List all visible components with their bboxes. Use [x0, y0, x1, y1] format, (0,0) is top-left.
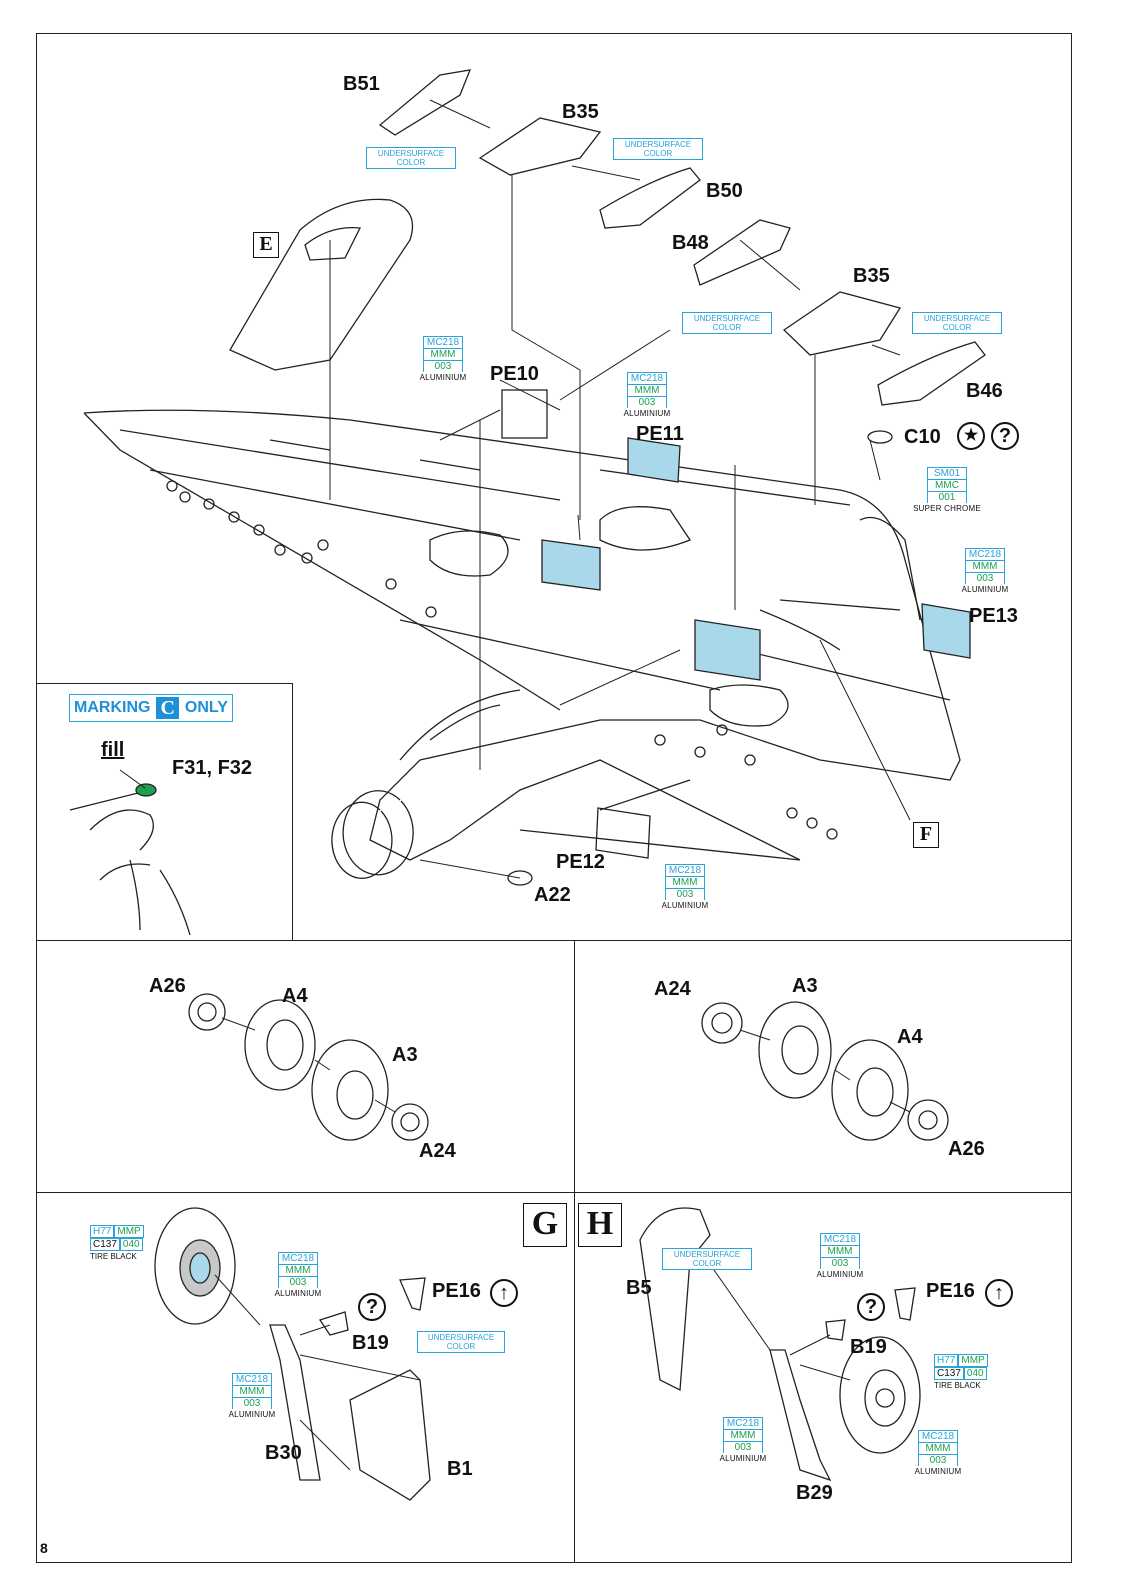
- wheel-set-right: [701, 1001, 949, 1141]
- label-w1-a4: A4: [282, 985, 308, 1007]
- star-icon: ★: [957, 422, 985, 450]
- label-pe10: PE10: [490, 363, 539, 385]
- label-w1-a3: A3: [392, 1044, 418, 1066]
- label-h-b19: B19: [850, 1336, 887, 1358]
- question-icon-g: ?: [358, 1293, 386, 1321]
- label-b46: B46: [966, 380, 1003, 402]
- banner-letter: C: [156, 697, 179, 719]
- label-w1-a26: A26: [149, 975, 186, 997]
- part-b51-shape: [378, 69, 472, 136]
- step-h: H: [578, 1203, 622, 1247]
- gear-left-drawing: [154, 1207, 431, 1501]
- wing-outline: [83, 409, 961, 861]
- divider-top: [36, 940, 1072, 941]
- part-b46-shape: [877, 341, 986, 406]
- c10-shape: [867, 430, 893, 444]
- label-h-b5: B5: [626, 1277, 652, 1299]
- label-g-pe16: PE16: [432, 1280, 481, 1302]
- label-c10: C10: [904, 426, 941, 448]
- part-b48-shape: [693, 219, 791, 286]
- inset-fuselage: [69, 789, 191, 936]
- flip-icon: ↑: [490, 1279, 518, 1307]
- divider-inset: [292, 683, 293, 940]
- label-g-b30: B30: [265, 1442, 302, 1464]
- part-b35b-shape: [782, 291, 902, 356]
- gear-right-drawing: [639, 1207, 921, 1482]
- label-b48: B48: [672, 232, 709, 254]
- part-b50-shape: [599, 167, 701, 229]
- banner-marking: MARKING: [74, 699, 151, 716]
- step-e: E: [253, 232, 279, 258]
- banner-only: ONLY: [184, 699, 228, 716]
- question-icon-h: ?: [857, 1293, 885, 1321]
- label-a22: A22: [534, 884, 571, 906]
- label-w1-a24: A24: [419, 1140, 456, 1162]
- pe-insert-2: [694, 619, 761, 681]
- pe13-shape: [921, 603, 971, 659]
- wing-holes: [166, 480, 838, 840]
- label-w2-a26: A26: [948, 1138, 985, 1160]
- label-pe11: PE11: [636, 423, 684, 445]
- question-icon: ?: [991, 422, 1019, 450]
- label-pe12: PE12: [556, 851, 605, 873]
- label-f31-f32: F31, F32: [172, 757, 253, 779]
- page-frame: [36, 33, 1072, 1563]
- label-g-b19: B19: [352, 1332, 389, 1354]
- label-b35-top: B35: [562, 101, 599, 123]
- label-h-pe16: PE16: [926, 1280, 975, 1302]
- panel-e-shape: [229, 198, 414, 371]
- pe10-shape: [501, 389, 548, 439]
- divider-middle: [36, 1192, 1072, 1193]
- inset-top: [36, 683, 292, 684]
- label-h-b29: B29: [796, 1482, 833, 1504]
- a22-shape: [507, 870, 533, 886]
- page-number: 8: [40, 1540, 48, 1556]
- pe-insert-1: [541, 539, 601, 591]
- label-pe13: PE13: [969, 605, 1018, 627]
- fill-blob: [135, 783, 157, 797]
- marking-c-only-banner: MARKING C ONLY: [69, 694, 233, 722]
- label-w2-a4: A4: [897, 1026, 923, 1048]
- wheel-set-left: [188, 993, 429, 1141]
- step-g: G: [523, 1203, 567, 1247]
- label-fill: fill: [101, 739, 125, 761]
- pe12-shape: [595, 807, 651, 859]
- pe11-shape: [627, 437, 681, 483]
- step-f: F: [913, 822, 939, 848]
- label-b35-right: B35: [853, 265, 890, 287]
- label-b51: B51: [343, 73, 380, 95]
- label-w2-a24: A24: [654, 978, 691, 1000]
- flip-icon-h: ↑: [985, 1279, 1013, 1307]
- label-g-b1: B1: [447, 1458, 473, 1480]
- part-b35a-shape: [478, 117, 602, 176]
- label-b50: B50: [706, 180, 743, 202]
- divider-wheels: [574, 940, 575, 1563]
- label-w2-a3: A3: [792, 975, 818, 997]
